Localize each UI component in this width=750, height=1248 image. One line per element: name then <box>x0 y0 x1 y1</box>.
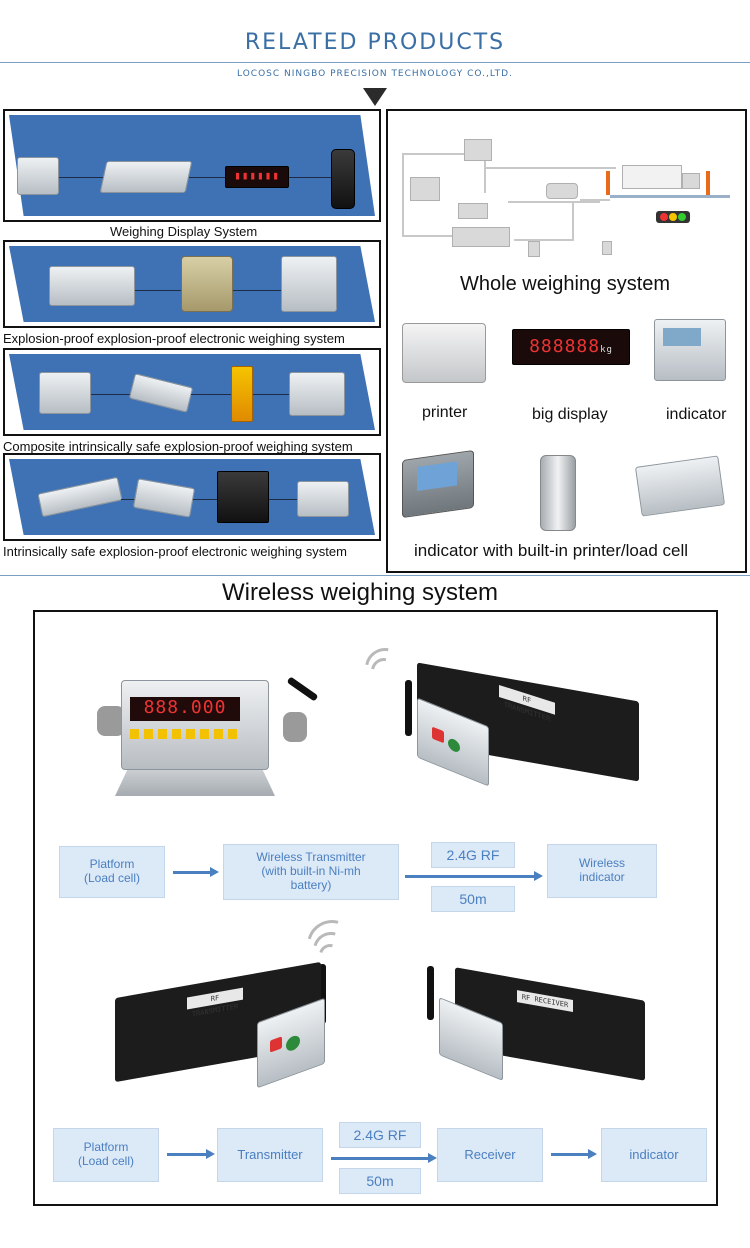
sensor-icon <box>602 241 612 255</box>
product-label: big display <box>532 406 608 423</box>
indicator-device-icon <box>17 157 59 195</box>
truck-cab-icon <box>682 173 700 189</box>
indicator-icon <box>654 319 726 381</box>
explosion-proof-indicator-icon <box>281 256 337 312</box>
printer-small-icon <box>458 203 488 219</box>
distance-box: 50m <box>431 886 515 912</box>
system-card-explosion-proof[interactable] <box>3 240 381 328</box>
panel-title: Whole weighing system <box>460 273 671 295</box>
system-card-intrinsically-safe[interactable] <box>3 453 381 541</box>
receiver-box: Receiver <box>437 1128 543 1182</box>
section-divider <box>0 575 750 576</box>
page-title: RELATED PRODUCTS <box>244 30 506 55</box>
traffic-light-icon <box>656 211 690 223</box>
system-label: Explosion-proof explosion-proof electron… <box>3 331 345 346</box>
printer-icon <box>402 323 486 383</box>
display-unit: kg <box>600 345 613 355</box>
barrier-icon <box>706 171 710 195</box>
company-name: LOCOSC NINGBO PRECISION TECHNOLOGY CO.,L… <box>237 69 513 79</box>
indicator-printer-icon <box>402 449 474 519</box>
wireless-transmitter-box: Wireless Transmitter (with built-in Ni-m… <box>223 844 399 900</box>
product-label: indicator with built-in printer/load cel… <box>414 541 689 560</box>
system-label: Weighing Display System <box>110 224 258 239</box>
truck-icon <box>622 165 682 189</box>
load-cell-icon <box>49 266 135 306</box>
junction-box-icon <box>181 256 233 312</box>
transmitter-box: Transmitter <box>217 1128 323 1182</box>
beam-load-cell-icon <box>634 455 726 517</box>
indicator-small-icon <box>546 183 578 199</box>
wireless-indicator-box: Wireless indicator <box>547 844 657 898</box>
battery-box-icon <box>297 481 349 517</box>
safety-barrier-icon <box>231 366 253 422</box>
platform-box: Platform (Load cell) <box>59 846 165 898</box>
wireless-system-panel: 888.000 RF TRANSMITTER Platform (Load ce… <box>33 610 718 1206</box>
barrier-icon <box>606 171 610 195</box>
indicator-box: indicator <box>601 1128 707 1182</box>
product-label: printer <box>422 404 468 421</box>
antenna-icon <box>319 964 326 1024</box>
knob-icon <box>97 706 125 736</box>
system-card-composite-intrinsically-safe[interactable] <box>3 348 381 436</box>
display-digits: 888888 <box>529 336 601 357</box>
knob-icon <box>283 712 307 742</box>
terminal-icon <box>452 227 510 247</box>
computer-icon <box>410 177 440 201</box>
platform-scale-icon <box>99 161 193 193</box>
big-display-icon: 888888kg <box>512 329 630 365</box>
arrow-right-icon <box>173 867 219 877</box>
product-label: indicator <box>666 406 727 423</box>
arrow-right-icon <box>167 1149 215 1159</box>
wireless-section-title: Wireless weighing system <box>221 579 499 606</box>
arrow-right-icon <box>551 1149 597 1159</box>
down-arrow-icon <box>363 88 387 106</box>
indicator-device-icon <box>289 372 345 416</box>
load-cell-icon <box>39 372 91 414</box>
computer-icon <box>464 139 492 161</box>
arrow-right-icon <box>405 871 543 881</box>
device-tag: RF TRANSMITTER <box>187 987 243 1019</box>
indicator-device-icon <box>217 471 269 523</box>
column-load-cell-icon <box>540 455 576 531</box>
system-banner <box>9 115 375 216</box>
weighing-indicator: 888.000 <box>121 680 269 770</box>
frequency-box: 2.4G RF <box>339 1122 421 1148</box>
handheld-terminal-icon <box>331 149 355 209</box>
frequency-box: 2.4G RF <box>431 842 515 868</box>
antenna-icon <box>405 680 412 736</box>
big-display-icon: ▮▮▮▮▮▮ <box>225 166 289 188</box>
system-card-weighing-display[interactable]: ▮▮▮▮▮▮ <box>3 109 381 222</box>
antenna-icon <box>286 676 319 702</box>
device-tag: RF TRANSMITTER <box>499 684 555 723</box>
distance-box: 50m <box>339 1168 421 1194</box>
device-tag: RF RECEIVER <box>517 990 573 1013</box>
header-divider <box>0 62 750 63</box>
arrow-right-icon <box>331 1153 437 1163</box>
antenna-icon <box>427 966 434 1020</box>
system-label: Intrinsically safe explosion-proof elect… <box>3 544 347 559</box>
system-label: Composite intrinsically safe explosion-p… <box>3 439 353 454</box>
indicator-readout: 888.000 <box>130 697 240 721</box>
platform-box: Platform (Load cell) <box>53 1128 159 1182</box>
card-reader-icon <box>528 241 540 257</box>
whole-weighing-system-panel: Whole weighing system 888888kg printer b… <box>386 109 747 573</box>
